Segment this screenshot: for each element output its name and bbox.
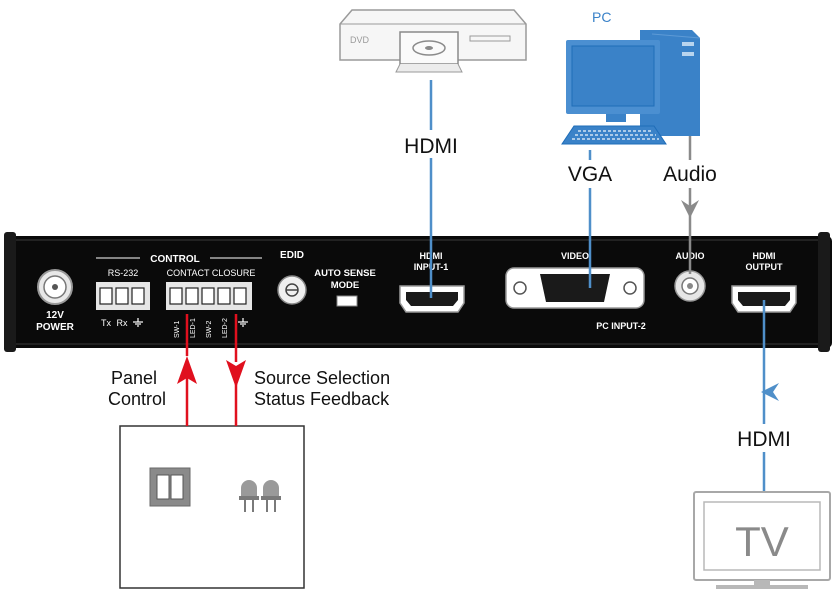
power-label-line2: POWER [36, 322, 75, 333]
video-label: VIDEO [561, 251, 589, 261]
rs232-label: RS-232 [108, 268, 139, 278]
auto-sense-label-line2: MODE [331, 280, 360, 291]
edid-label: EDID [280, 250, 304, 261]
control-title: CONTROL [150, 254, 199, 265]
contact-closure-label: CONTACT CLOSURE [167, 268, 256, 278]
vga-label: VGA [568, 163, 612, 186]
audio-arrowhead [681, 200, 699, 218]
tx-label: Tx [101, 318, 111, 328]
edid-dial-icon [277, 275, 307, 305]
vga-port-icon [505, 267, 645, 309]
power-label-line1: 12V [46, 310, 64, 321]
tv-label: TV [735, 518, 789, 565]
rs232-terminal-block [96, 282, 150, 310]
auto-sense-label-line1: AUTO SENSE [314, 268, 376, 279]
led-indicators-icon [239, 480, 281, 512]
audio-label: Audio [663, 163, 717, 186]
hdmi-input-port-icon [399, 285, 465, 313]
tv-icon: TV [693, 491, 831, 589]
status-feedback-line [226, 314, 246, 426]
sw1-label: SW-1 [174, 321, 181, 338]
led2-label: LED-2 [222, 318, 229, 338]
hdmi-input-label: HDMI [404, 135, 458, 158]
rx-label: Rx [117, 318, 128, 328]
panel-control-label-line2: Control [108, 389, 166, 409]
pc-icon: PC [561, 9, 701, 145]
contact-closure-terminal-block [166, 282, 252, 310]
panel-control-label-line1: Panel [111, 368, 157, 388]
pc-input-label: PC INPUT-2 [596, 321, 646, 331]
ground-icon [238, 318, 248, 327]
dvd-player-icon: DVD [339, 9, 527, 73]
rear-panel: 12V POWER CONTROL RS-232 Tx Rx CONTACT C… [4, 232, 832, 352]
led1-label: LED-1 [190, 318, 197, 338]
hdmi-output-label: HDMI [737, 428, 791, 451]
panel-control-line [177, 314, 197, 426]
hdmi-output-port-label-line1: HDMI [753, 251, 776, 261]
dvd-label: DVD [350, 35, 370, 45]
auto-sense-switch [336, 295, 358, 307]
hdmi-output-port-icon [731, 285, 797, 313]
power-jack-icon [37, 269, 73, 305]
ground-icon [133, 318, 143, 327]
status-feedback-label-line2: Status Feedback [254, 389, 390, 409]
audio-jack-icon [674, 270, 706, 302]
sw2-label: SW-2 [206, 321, 213, 338]
hdmi-output-port-label-line2: OUTPUT [746, 262, 784, 272]
wall-control-panel [119, 425, 305, 589]
pc-label: PC [592, 9, 611, 25]
source-selection-label-line1: Source Selection [254, 368, 390, 388]
rocker-switch-icon [149, 467, 191, 507]
